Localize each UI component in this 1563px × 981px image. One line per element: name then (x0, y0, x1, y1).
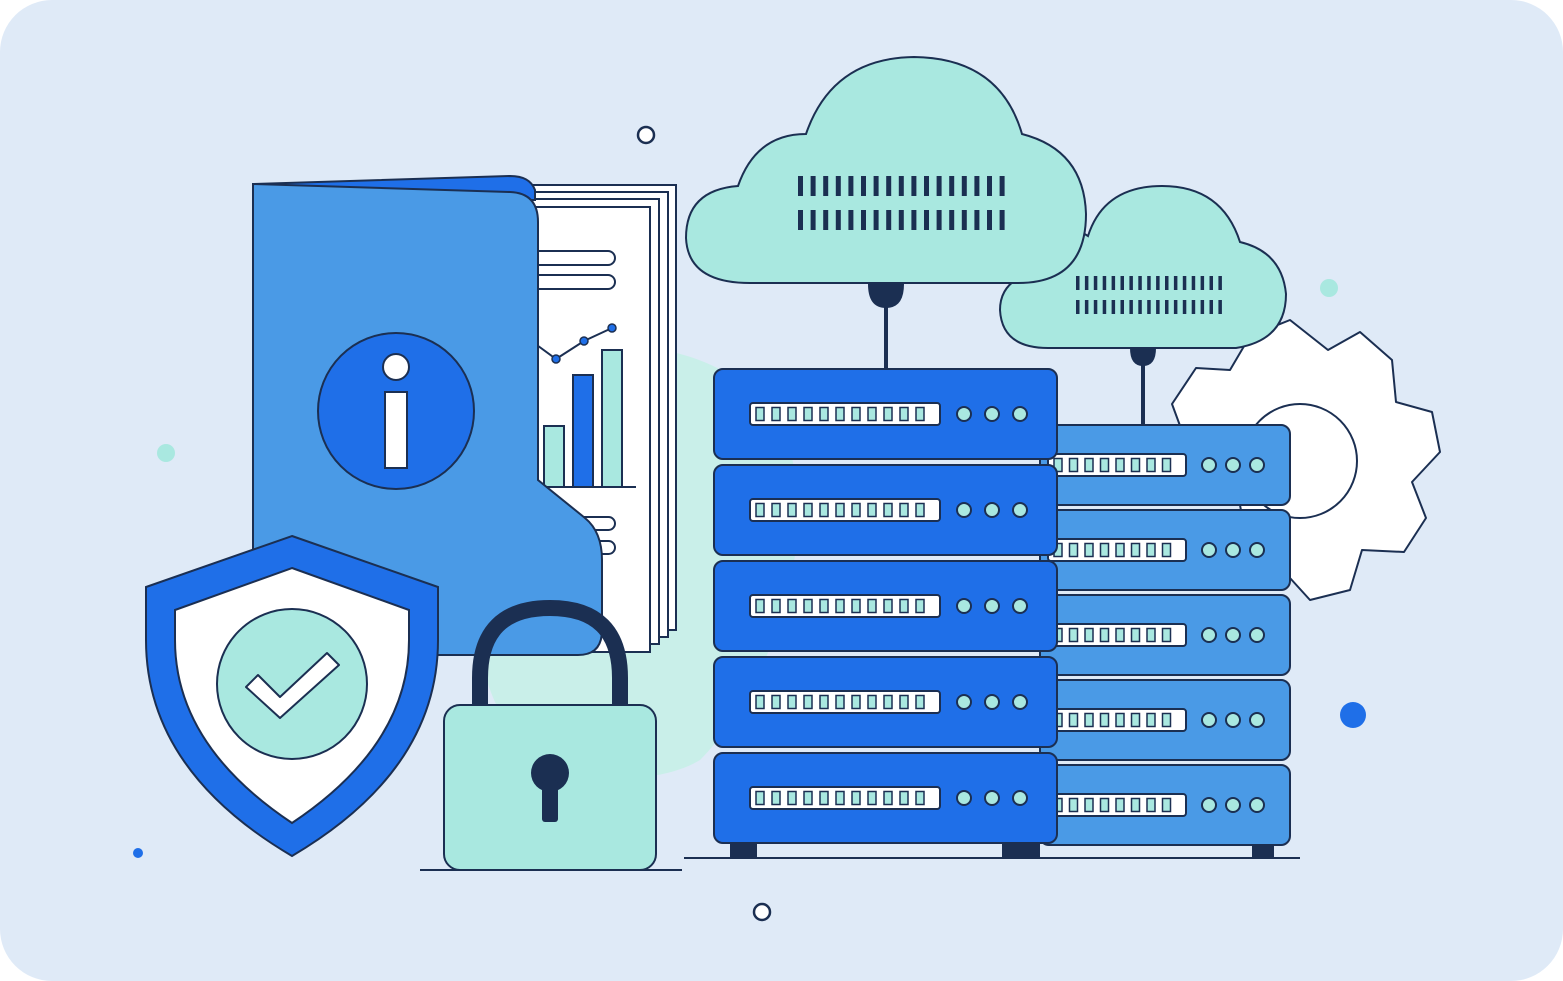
decor-dot-blue-right (1340, 702, 1366, 728)
keyhole-icon (531, 754, 569, 792)
back-server-unit (1039, 679, 1291, 761)
shield-check-icon (145, 534, 439, 858)
front-server-unit (713, 368, 1058, 460)
front-server-unit (713, 752, 1058, 844)
padlock-icon (420, 599, 682, 871)
back-server-unit (1039, 509, 1291, 591)
doc-trend-line (529, 327, 613, 361)
server-rack-back (1002, 348, 1291, 858)
decor-dot-mint-left (157, 444, 175, 462)
cloud-small-icon (998, 184, 1288, 349)
back-server-unit (1039, 764, 1291, 846)
check-mark-icon (245, 652, 340, 719)
decor-dot-blue-left (133, 848, 143, 858)
back-server-unit (1039, 594, 1291, 676)
front-server-unit (713, 656, 1058, 748)
doc-bar-1 (543, 425, 565, 488)
back-server-unit (1039, 424, 1291, 506)
cloud-large-icon (684, 55, 1088, 284)
front-server-unit (713, 560, 1058, 652)
server-rack-front (713, 284, 1058, 858)
decor-ring-bottom (752, 902, 772, 922)
doc-bar-2 (572, 374, 594, 488)
info-icon (317, 332, 475, 490)
front-server-unit (713, 464, 1058, 556)
decor-ring-top (636, 125, 656, 145)
decor-dot-mint-right (1320, 279, 1338, 297)
doc-bar-3 (601, 349, 623, 488)
check-circle (216, 608, 368, 760)
